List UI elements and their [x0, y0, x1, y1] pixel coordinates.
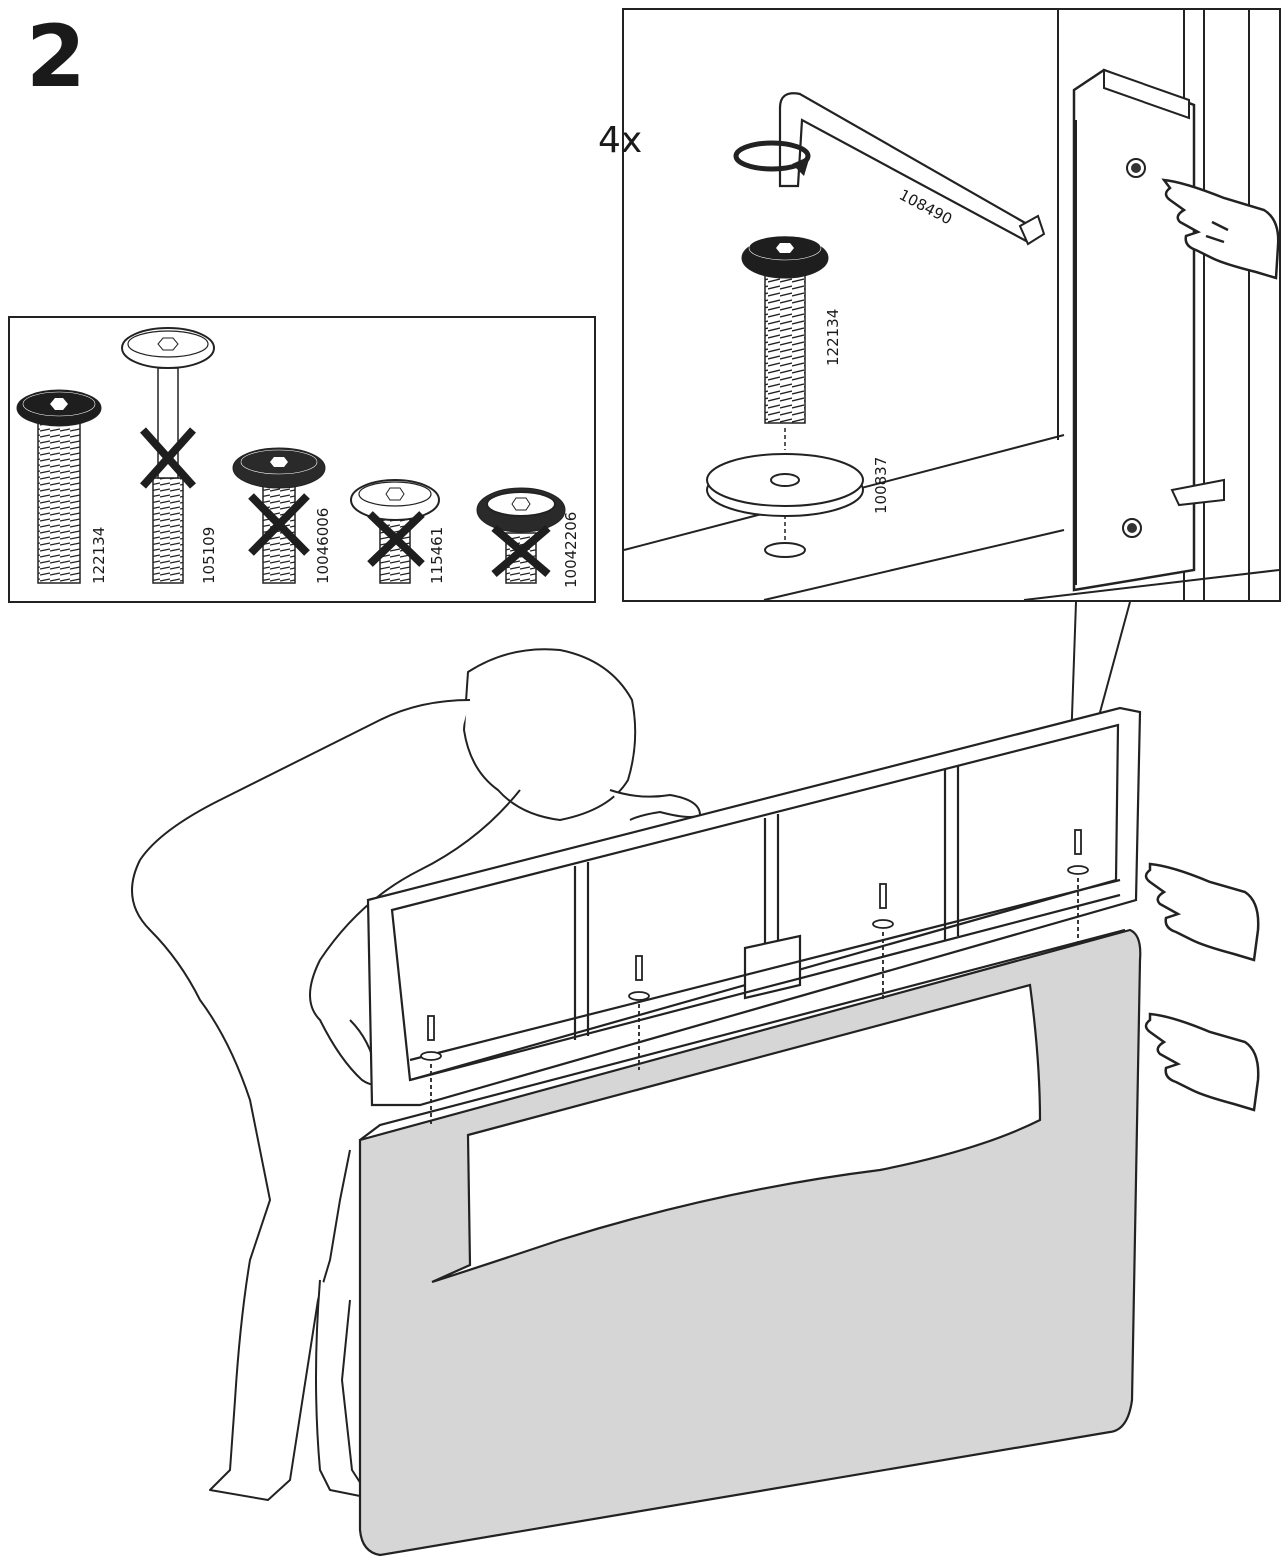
detail-panel: 4x 108490 [598, 8, 1281, 602]
screw-4 [1067, 829, 1089, 945]
washer-icon [706, 453, 864, 558]
detail-illustration: 4x 108490 [598, 10, 1280, 601]
part-label-115461: 115461 [428, 527, 446, 584]
parts-panel: 122134 105109 10046006 [8, 316, 596, 603]
headboard-panel [358, 928, 1142, 1557]
quantity-label: 4x [598, 120, 642, 161]
parts-illustration: 122134 105109 10046006 [16, 327, 580, 588]
part-label-10042206: 10042206 [562, 512, 580, 588]
bolt-122134-icon [16, 389, 102, 584]
bolt-label: 122134 [824, 309, 842, 366]
bolt-10042206-icon [476, 487, 566, 584]
rotate-arrow-icon [733, 140, 811, 176]
step-number: 2 [26, 7, 86, 107]
bracket [1072, 68, 1225, 592]
screws [420, 829, 1089, 1125]
person-figure [131, 648, 701, 1501]
headboard-frame [366, 706, 1142, 1107]
hex-key-icon [778, 92, 1046, 246]
pointing-hand-icon [1144, 862, 1260, 962]
screw-2 [628, 955, 650, 1070]
callout-pointer [1067, 601, 1131, 831]
bolt-115461-icon [350, 479, 440, 584]
part-label-122134: 122134 [90, 527, 108, 584]
bolt-icon [741, 235, 829, 450]
washer-label: 100837 [872, 457, 890, 514]
bolt-105109-icon [121, 327, 215, 584]
pointing-hand-icon [1161, 178, 1280, 280]
part-label-10046006: 10046006 [314, 508, 332, 584]
bolt-10046006-icon [232, 447, 326, 584]
pointing-hand-icon [1144, 1012, 1260, 1112]
part-label-105109: 105109 [200, 527, 218, 584]
screw-3 [872, 883, 894, 1000]
screw-1 [420, 1015, 442, 1125]
